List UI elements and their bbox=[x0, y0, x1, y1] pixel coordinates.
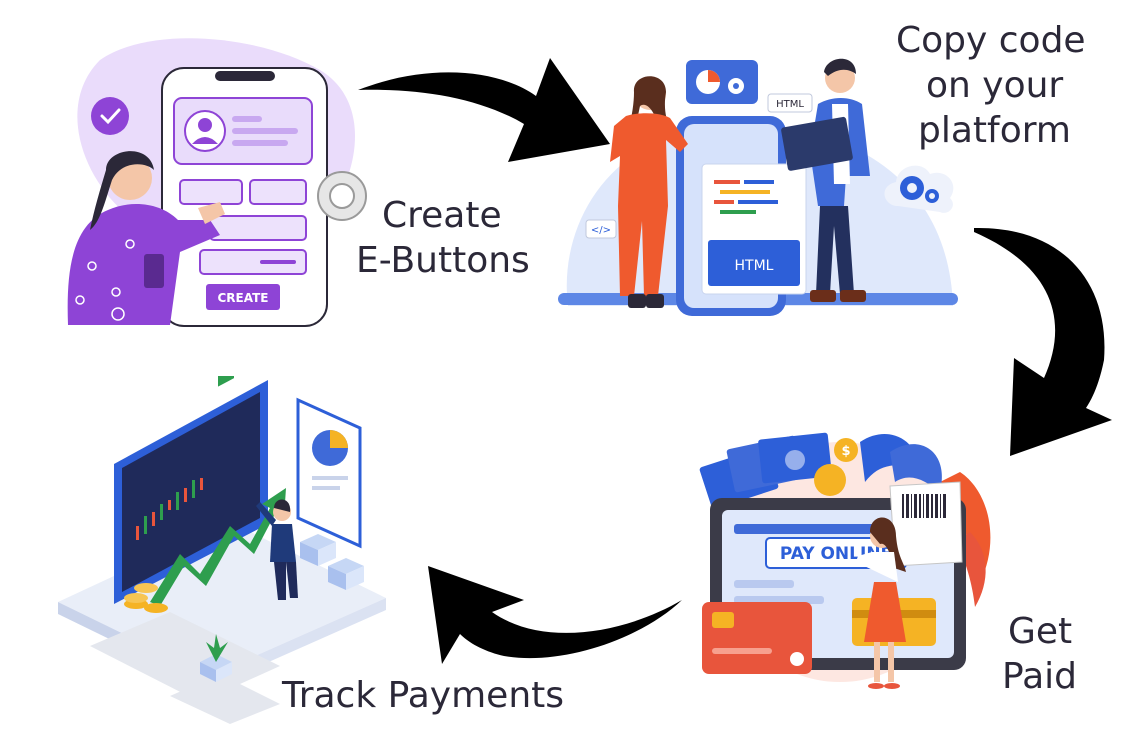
person-figure bbox=[256, 499, 298, 600]
create-label-line2: E-Buttons bbox=[356, 240, 530, 281]
paid-label-line2: Paid bbox=[1002, 656, 1078, 697]
code-tag bbox=[585, 219, 617, 239]
track-label: Track Payments bbox=[282, 675, 565, 716]
copy-code-illustration: HTML HTML </> bbox=[558, 58, 958, 316]
blocks bbox=[300, 534, 364, 590]
create-illustration: CREATE bbox=[67, 38, 367, 327]
coin-stack bbox=[124, 583, 168, 613]
code-tag-text: </> bbox=[591, 225, 611, 236]
copy-label-line3: platform bbox=[918, 110, 1071, 151]
paid-label-line1: Get bbox=[1008, 611, 1073, 652]
gear-icon bbox=[317, 171, 367, 221]
arrow-copy-to-paid bbox=[974, 227, 1112, 456]
laptop bbox=[781, 116, 853, 171]
woman-figure-2 bbox=[610, 76, 688, 308]
candlestick-chart bbox=[136, 478, 203, 540]
create-button bbox=[206, 284, 280, 310]
coin-icon: $ bbox=[814, 438, 858, 496]
arrow-create-to-copy bbox=[358, 58, 610, 162]
banknotes bbox=[699, 432, 832, 509]
woman-figure-3 bbox=[856, 517, 906, 689]
get-paid-illustration: $ PAY ONLINE bbox=[699, 432, 991, 689]
woman-figure bbox=[67, 151, 225, 325]
create-label-line1: Create bbox=[382, 195, 502, 236]
html-tag-text: HTML bbox=[776, 99, 804, 110]
copy-label-line2: on your bbox=[926, 65, 1064, 106]
receipt bbox=[889, 481, 963, 567]
iso-base bbox=[90, 612, 280, 702]
pie-chart-board bbox=[296, 397, 362, 549]
growth-arrow bbox=[150, 488, 286, 606]
form-field-2 bbox=[249, 179, 307, 205]
svg-text:$: $ bbox=[841, 444, 850, 459]
phone-notch bbox=[215, 71, 275, 81]
arrow-paid-to-track bbox=[428, 566, 682, 664]
create-button-text: CREATE bbox=[218, 291, 269, 305]
man-figure bbox=[781, 58, 870, 302]
html-tag bbox=[767, 93, 813, 113]
settings-gear-icon bbox=[900, 176, 924, 200]
form-field-1 bbox=[179, 179, 243, 205]
copy-label-line1: Copy code bbox=[896, 20, 1086, 61]
screen-html-text: HTML bbox=[735, 258, 774, 274]
monitor bbox=[114, 376, 268, 604]
plant-icon bbox=[200, 634, 232, 682]
form-field-4 bbox=[199, 249, 307, 275]
html-panel bbox=[708, 240, 800, 286]
check-icon bbox=[91, 97, 129, 135]
track-payments-illustration bbox=[58, 376, 386, 724]
